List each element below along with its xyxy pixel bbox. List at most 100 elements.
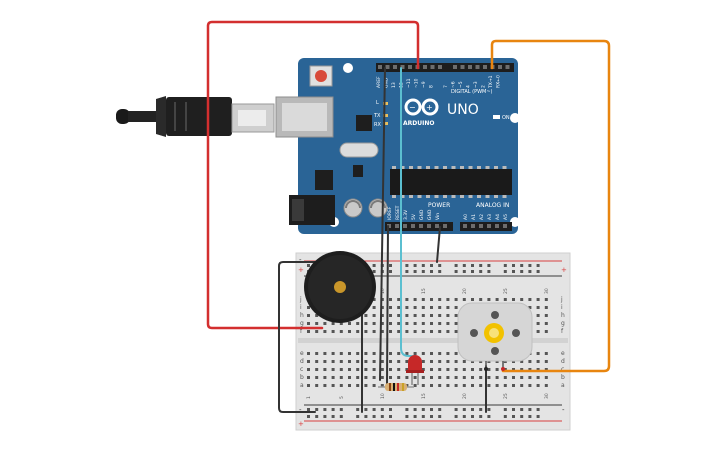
breadboard-hole[interactable]	[487, 384, 491, 387]
breadboard-hole[interactable]	[405, 368, 409, 371]
breadboard-hole[interactable]	[380, 368, 384, 371]
breadboard-hole[interactable]	[536, 264, 540, 267]
breadboard-hole[interactable]	[389, 264, 392, 267]
header-pin-hole[interactable]	[479, 224, 483, 228]
breadboard-hole[interactable]	[372, 270, 376, 273]
breadboard-hole[interactable]	[315, 384, 319, 387]
header-pin-hole[interactable]	[463, 224, 467, 228]
breadboard-hole[interactable]	[454, 314, 458, 317]
header-pin-hole[interactable]	[378, 65, 382, 69]
breadboard-hole[interactable]	[471, 270, 474, 273]
breadboard-hole[interactable]	[471, 384, 474, 387]
breadboard-hole[interactable]	[389, 368, 392, 371]
breadboard-hole[interactable]	[421, 270, 425, 273]
breadboard-hole[interactable]	[544, 314, 548, 317]
resistor[interactable]	[378, 383, 414, 391]
breadboard-hole[interactable]	[348, 384, 351, 387]
breadboard-hole[interactable]	[438, 408, 442, 411]
breadboard-hole[interactable]	[348, 368, 351, 371]
breadboard-hole[interactable]	[331, 408, 335, 411]
breadboard-hole[interactable]	[462, 264, 466, 267]
breadboard-hole[interactable]	[512, 408, 515, 411]
header-pin-hole[interactable]	[423, 65, 427, 69]
breadboard-hole[interactable]	[520, 368, 524, 371]
breadboard-hole[interactable]	[421, 330, 425, 333]
breadboard-hole[interactable]	[372, 352, 376, 355]
breadboard-hole[interactable]	[430, 270, 433, 273]
gnd-wire-pin13[interactable]	[379, 67, 386, 381]
breadboard-hole[interactable]	[380, 376, 384, 379]
header-pin-hole[interactable]	[468, 65, 472, 69]
breadboard-hole[interactable]	[438, 306, 442, 309]
breadboard-hole[interactable]	[380, 384, 384, 387]
breadboard-hole[interactable]	[372, 360, 376, 363]
breadboard-hole[interactable]	[446, 330, 450, 333]
breadboard-hole[interactable]	[479, 368, 483, 371]
breadboard-hole[interactable]	[397, 306, 401, 309]
breadboard-hole[interactable]	[544, 360, 548, 363]
breadboard-hole[interactable]	[454, 360, 458, 363]
breadboard-hole[interactable]	[438, 314, 442, 317]
breadboard-hole[interactable]	[462, 360, 466, 363]
breadboard-hole[interactable]	[413, 376, 417, 379]
breadboard-hole[interactable]	[512, 270, 515, 273]
breadboard-hole[interactable]	[438, 368, 442, 371]
breadboard-hole[interactable]	[323, 368, 327, 371]
header-pin-hole[interactable]	[393, 65, 397, 69]
breadboard-hole[interactable]	[462, 384, 466, 387]
breadboard-hole[interactable]	[421, 264, 425, 267]
breadboard-hole[interactable]	[462, 270, 466, 273]
gnd-wire-board[interactable]	[436, 226, 441, 263]
breadboard-hole[interactable]	[372, 314, 376, 317]
breadboard-hole[interactable]	[446, 306, 450, 309]
breadboard-hole[interactable]	[454, 306, 458, 309]
breadboard-hole[interactable]	[323, 360, 327, 363]
header-pin-hole[interactable]	[403, 224, 407, 228]
breadboard-hole[interactable]	[503, 376, 507, 379]
breadboard-hole[interactable]	[380, 352, 384, 355]
breadboard-hole[interactable]	[356, 376, 360, 379]
breadboard-hole[interactable]	[315, 415, 319, 418]
breadboard-hole[interactable]	[479, 415, 483, 418]
breadboard-hole[interactable]	[405, 352, 409, 355]
breadboard-hole[interactable]	[339, 384, 343, 387]
breadboard-hole[interactable]	[438, 322, 442, 325]
breadboard-hole[interactable]	[331, 368, 335, 371]
header-pin-hole[interactable]	[385, 65, 390, 69]
breadboard-hole[interactable]	[544, 376, 548, 379]
breadboard-hole[interactable]	[389, 306, 392, 309]
breadboard-hole[interactable]	[438, 376, 442, 379]
breadboard-hole[interactable]	[430, 330, 433, 333]
breadboard-hole[interactable]	[331, 415, 335, 418]
breadboard-hole[interactable]	[372, 330, 376, 333]
breadboard-hole[interactable]	[405, 306, 409, 309]
header-pin-hole[interactable]	[408, 65, 412, 69]
breadboard-hole[interactable]	[421, 314, 425, 317]
header-pin-hole[interactable]	[438, 65, 442, 69]
breadboard-hole[interactable]	[430, 368, 433, 371]
breadboard-hole[interactable]	[372, 384, 376, 387]
breadboard-hole[interactable]	[454, 384, 458, 387]
arduino-uno-board[interactable]: − + UNO ARDUINO DIGITAL (PWM~) POWER ANA…	[275, 58, 520, 234]
breadboard-hole[interactable]	[331, 376, 335, 379]
breadboard-hole[interactable]	[389, 376, 392, 379]
breadboard-hole[interactable]	[479, 264, 483, 267]
breadboard-hole[interactable]	[339, 360, 343, 363]
breadboard-hole[interactable]	[421, 352, 425, 355]
breadboard-hole[interactable]	[471, 298, 474, 301]
breadboard-hole[interactable]	[364, 330, 368, 333]
breadboard-hole[interactable]	[356, 408, 360, 411]
breadboard-hole[interactable]	[315, 330, 319, 333]
breadboard-hole[interactable]	[528, 415, 532, 418]
breadboard-hole[interactable]	[512, 415, 515, 418]
breadboard-hole[interactable]	[544, 306, 548, 309]
breadboard-hole[interactable]	[364, 415, 368, 418]
breadboard-hole[interactable]	[536, 330, 540, 333]
breadboard-hole[interactable]	[413, 314, 417, 317]
breadboard-hole[interactable]	[536, 408, 540, 411]
breadboard-hole[interactable]	[413, 352, 417, 355]
breadboard-hole[interactable]	[421, 298, 425, 301]
breadboard-hole[interactable]	[479, 376, 483, 379]
breadboard-hole[interactable]	[372, 376, 376, 379]
breadboard-hole[interactable]	[348, 352, 351, 355]
